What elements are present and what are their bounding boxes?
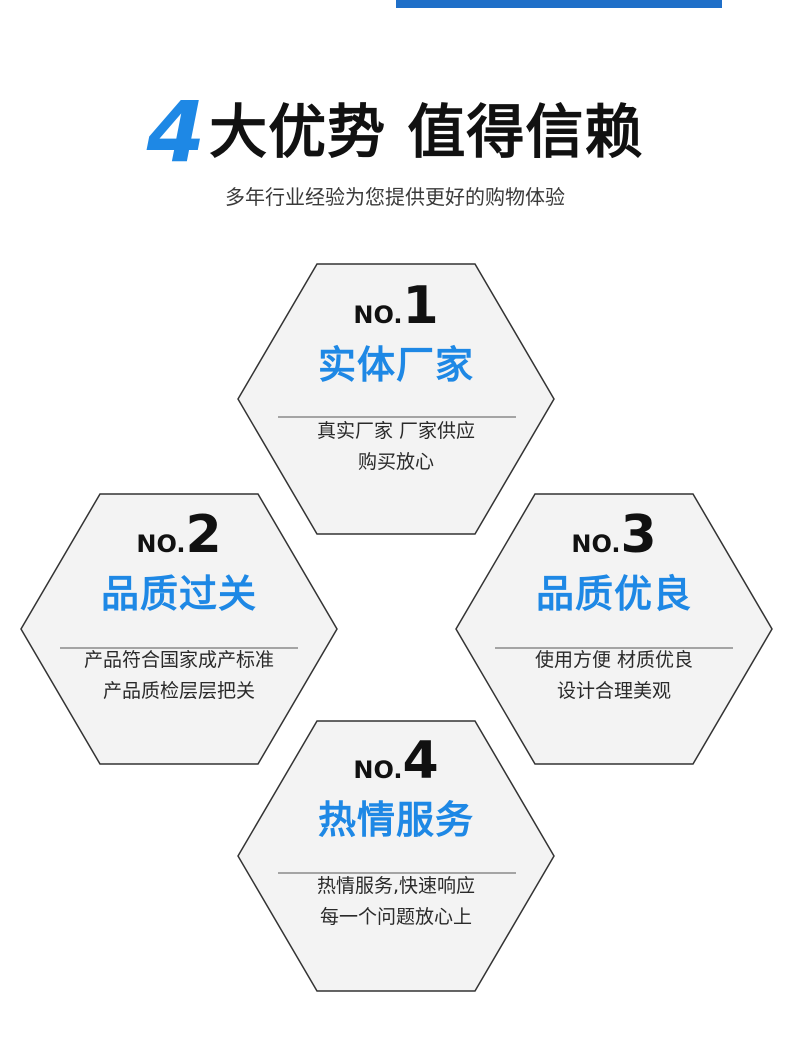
advantage-desc-4: 热情服务,快速响应 每一个问题放心上 — [246, 871, 546, 933]
hexagon-3 — [455, 493, 773, 765]
advantage-number-2: NO.2 — [29, 505, 329, 565]
no-digit: 4 — [402, 731, 439, 791]
advantage-desc-1: 真实厂家 厂家供应 购买放心 — [246, 416, 546, 478]
advantage-card-1: NO.1 实体厂家 真实厂家 厂家供应 购买放心 — [246, 276, 546, 478]
page-headline: 4大优势 值得信赖 — [0, 83, 790, 181]
advantage-desc-2: 产品符合国家成产标准 产品质检层层把关 — [29, 645, 329, 707]
advantage-number-3: NO.3 — [464, 505, 764, 565]
advantage-title-1: 实体厂家 — [317, 343, 474, 387]
advantage-number-1: NO.1 — [246, 276, 546, 336]
hexagon-2-group — [20, 493, 338, 765]
no-digit: 1 — [402, 276, 439, 336]
advantage-title-4: 热情服务 — [317, 798, 474, 842]
advantage-desc-line: 热情服务,快速响应 — [316, 875, 476, 897]
no-prefix: NO. — [571, 530, 621, 558]
advantage-desc-3: 使用方便 材质优良 设计合理美观 — [464, 645, 764, 707]
no-digit: 3 — [620, 505, 657, 565]
no-prefix: NO. — [136, 530, 186, 558]
no-prefix: NO. — [353, 301, 403, 329]
advantage-title-3: 品质优良 — [535, 572, 692, 616]
advantage-desc-line: 真实厂家 厂家供应 — [316, 420, 476, 442]
advantage-desc-line: 使用方便 材质优良 — [534, 649, 694, 671]
hexagon-4 — [237, 720, 555, 992]
hexagon-4-group — [237, 720, 555, 992]
advantage-desc-line: 购买放心 — [357, 451, 434, 473]
hexagon-1 — [237, 263, 555, 535]
advantage-desc-line: 产品质检层层把关 — [102, 680, 255, 702]
advantage-card-3: NO.3 品质优良 使用方便 材质优良 设计合理美观 — [464, 505, 764, 707]
advantage-desc-line: 产品符合国家成产标准 — [83, 649, 274, 671]
headline-title: 大优势 值得信赖 — [209, 98, 644, 166]
no-digit: 2 — [185, 505, 222, 565]
top-accent-bar — [396, 0, 722, 8]
advantage-title-2: 品质过关 — [100, 572, 257, 616]
advantage-desc-line: 每一个问题放心上 — [319, 906, 472, 928]
advantage-desc-line: 设计合理美观 — [556, 680, 671, 702]
hexagon-1-group — [237, 263, 555, 535]
headline-number: 4 — [146, 83, 206, 181]
no-prefix: NO. — [353, 756, 403, 784]
hexagon-2 — [20, 493, 338, 765]
advantage-number-4: NO.4 — [246, 731, 546, 791]
advantage-card-4: NO.4 热情服务 热情服务,快速响应 每一个问题放心上 — [246, 731, 546, 933]
page-subtitle: 多年行业经验为您提供更好的购物体验 — [225, 185, 565, 209]
advantage-card-2: NO.2 品质过关 产品符合国家成产标准 产品质检层层把关 — [29, 505, 329, 707]
hexagon-3-group — [455, 493, 773, 765]
